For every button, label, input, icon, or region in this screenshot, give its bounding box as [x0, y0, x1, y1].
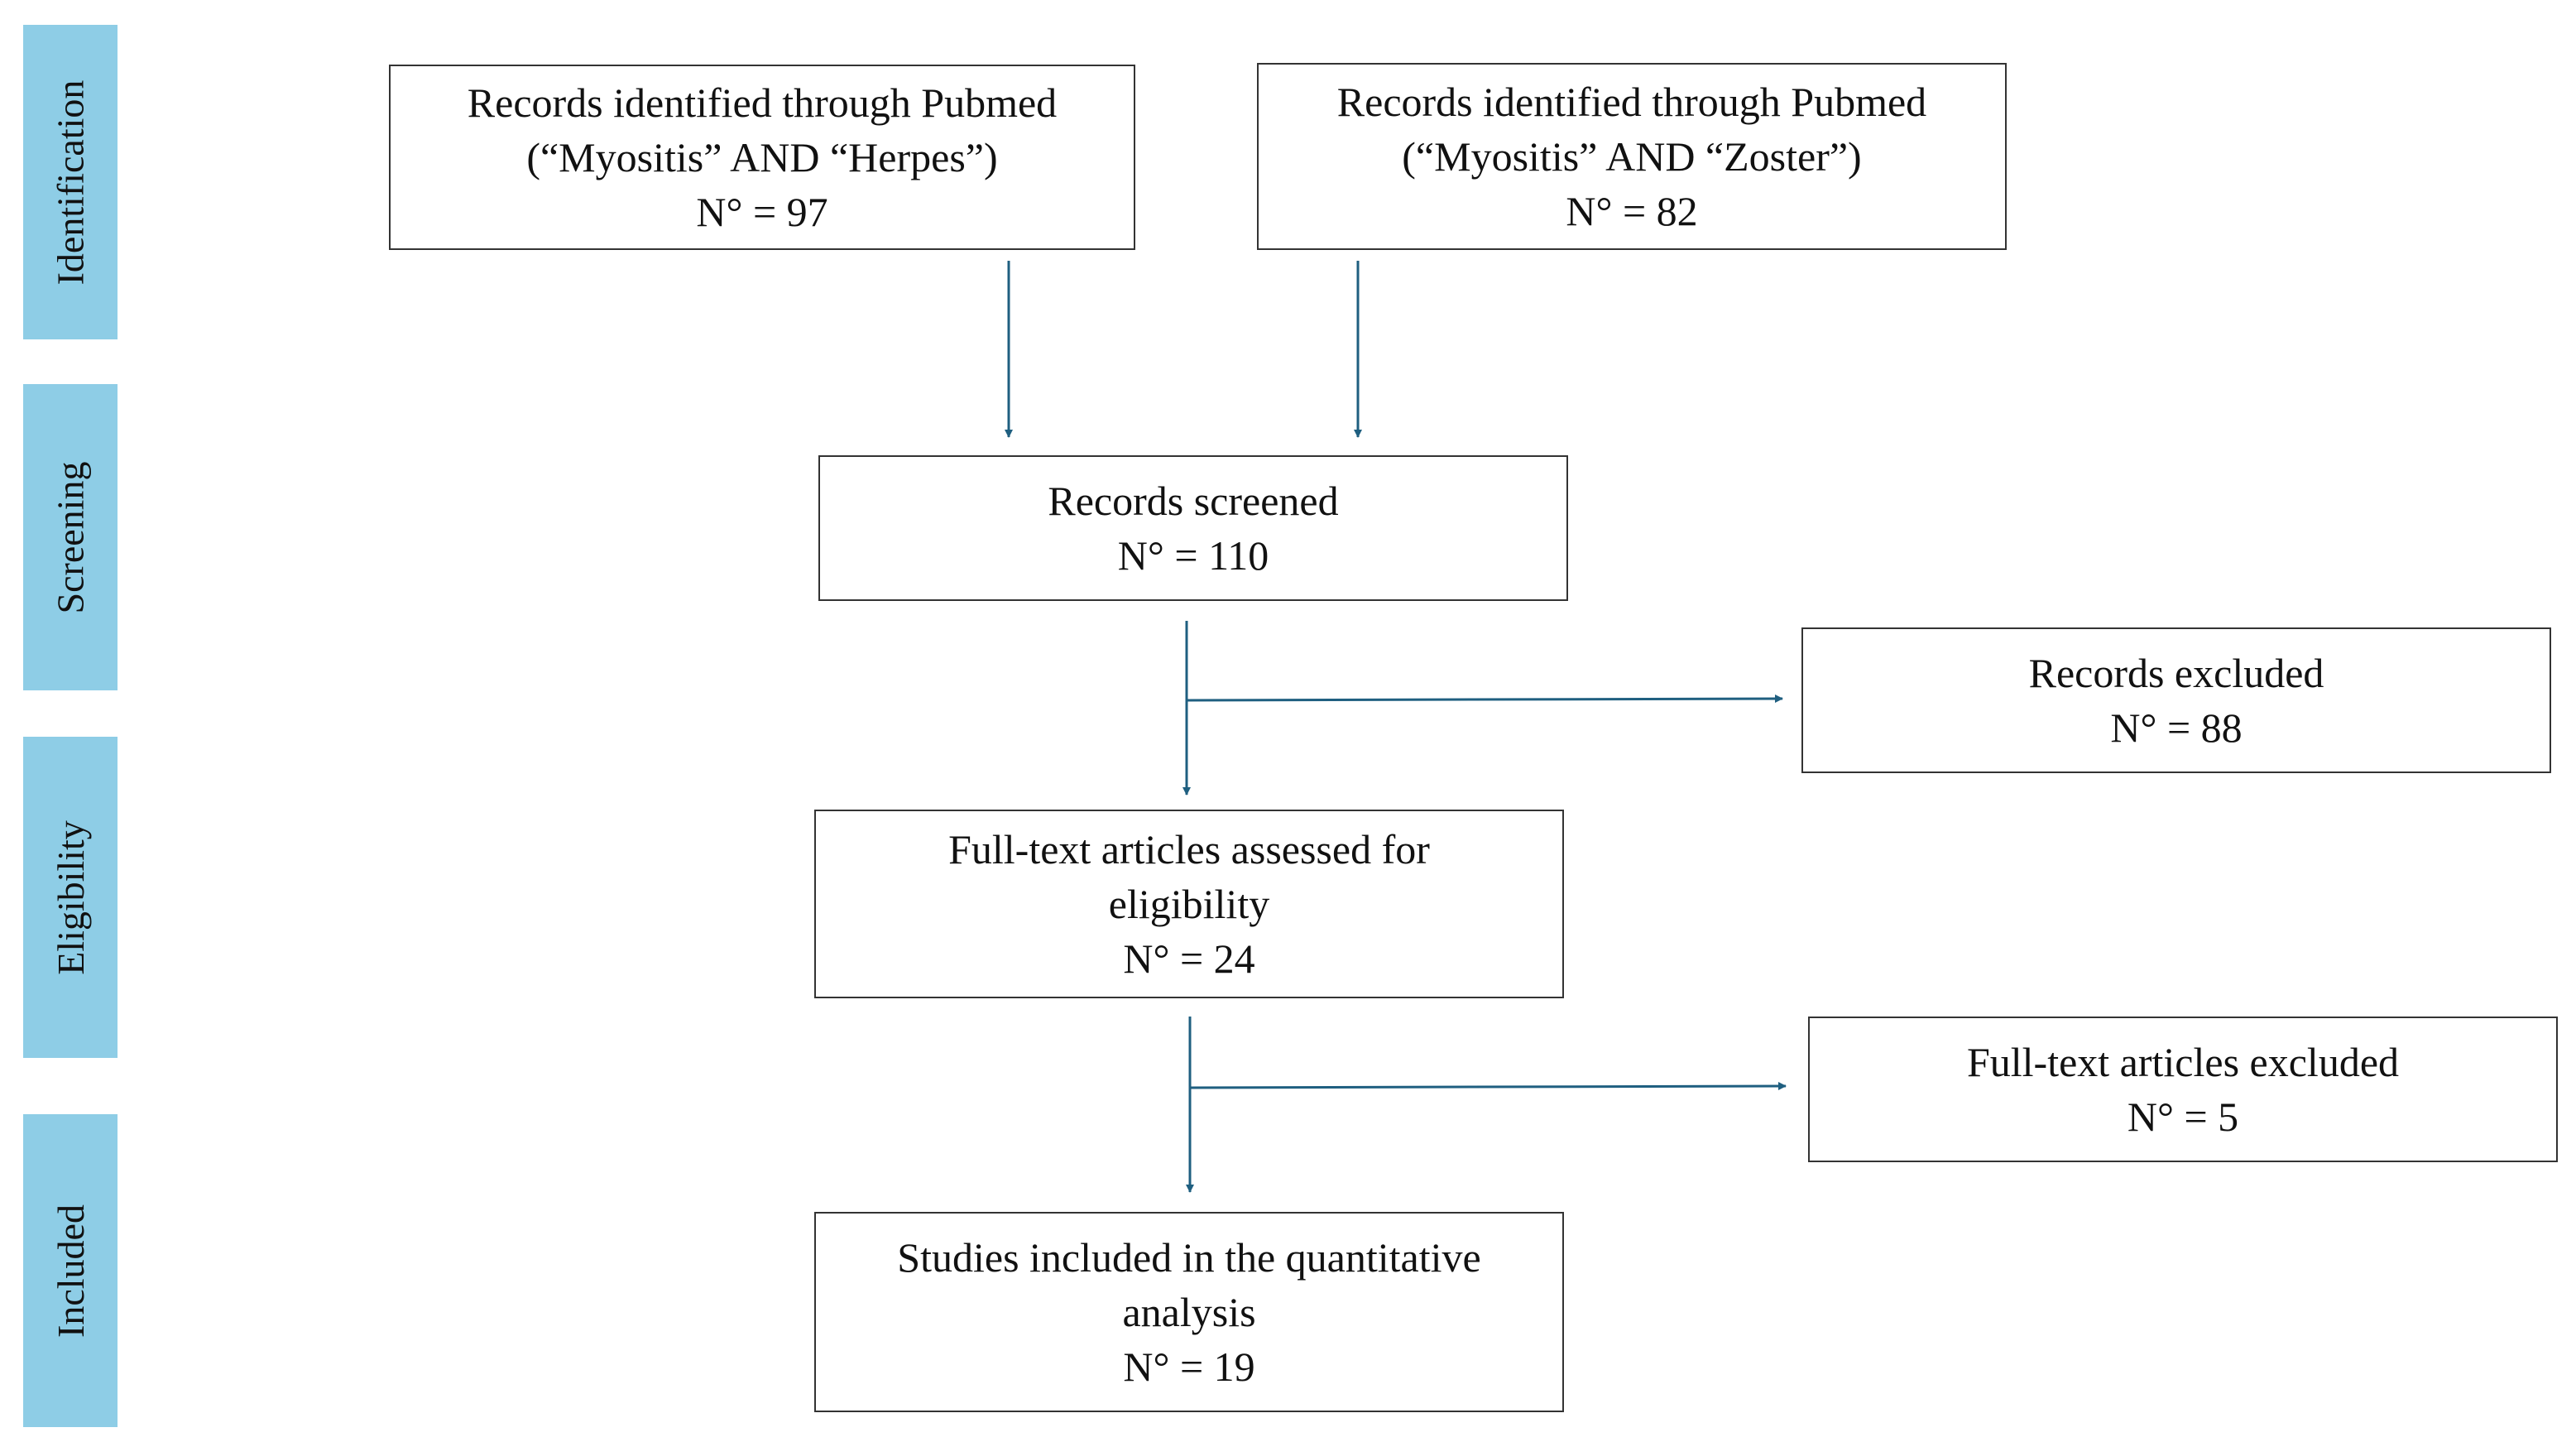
stage-label-included: Included	[23, 1114, 118, 1427]
arrow-to-records-excluded	[1186, 695, 1783, 704]
box-count: N° = 110	[1117, 532, 1269, 579]
box-line: Records screened	[1048, 478, 1339, 524]
box-line: eligibility	[1108, 881, 1270, 927]
box-count: N° = 19	[1123, 1343, 1255, 1390]
box-line: Full-text articles excluded	[1966, 1039, 2400, 1085]
box-studies-included: Studies included in the quantitative ana…	[814, 1212, 1564, 1412]
box-pubmed-zoster: Records identified through Pubmed (“Myos…	[1257, 63, 2007, 250]
stage-label-eligibility: Eligibility	[23, 737, 118, 1058]
box-count: N° = 97	[696, 189, 828, 235]
box-count: N° = 5	[2127, 1094, 2239, 1140]
box-records-screened: Records screened N° = 110	[818, 455, 1568, 601]
box-line: Records excluded	[2028, 650, 2324, 696]
box-line: Full-text articles assessed for	[948, 826, 1430, 872]
box-line: (“Myositis” AND “Zoster”)	[1402, 133, 1862, 180]
box-pubmed-herpes: Records identified through Pubmed (“Myos…	[389, 65, 1135, 250]
stage-label-screening: Screening	[23, 384, 118, 690]
box-records-excluded: Records excluded N° = 88	[1801, 627, 2551, 773]
arrow-to-fulltext-excluded	[1189, 1082, 1787, 1091]
box-line: Studies included in the quantitative	[897, 1234, 1481, 1281]
box-count: N° = 88	[2110, 704, 2243, 751]
stage-label-identification: Identification	[23, 25, 118, 339]
box-line: Records identified through Pubmed	[467, 79, 1058, 126]
box-count: N° = 24	[1123, 935, 1255, 982]
box-line: (“Myositis” AND “Herpes”)	[526, 134, 998, 180]
box-line: Records identified through Pubmed	[1336, 79, 1927, 125]
box-count: N° = 82	[1566, 188, 1698, 234]
box-eligibility: Full-text articles assessed for eligibil…	[814, 810, 1564, 998]
box-line: analysis	[1122, 1289, 1256, 1335]
box-fulltext-excluded: Full-text articles excluded N° = 5	[1808, 1017, 2558, 1162]
